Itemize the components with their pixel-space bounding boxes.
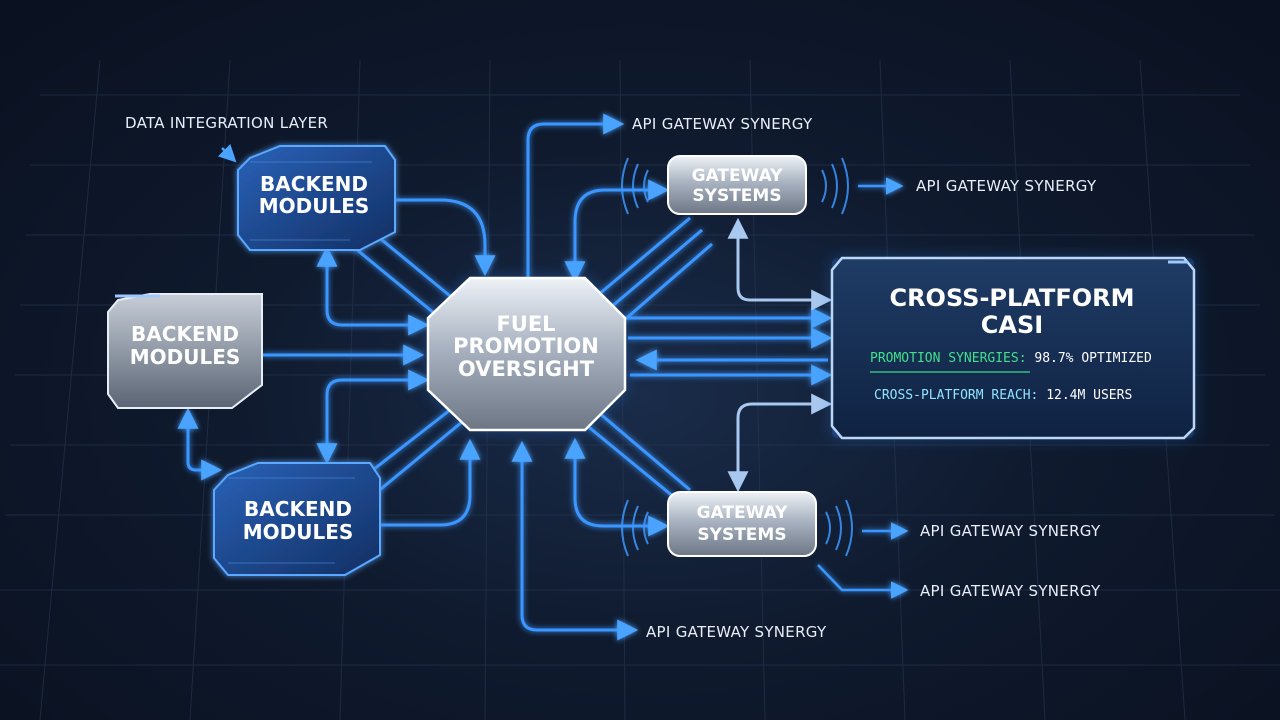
hub-fuel-promotion-oversight[interactable]: FUEL PROMOTION OVERSIGHT	[426, 276, 627, 432]
gateway-systems-bottom[interactable]: GATEWAY SYSTEMS	[621, 491, 853, 557]
metric-synergies-value: 98.7%	[1034, 351, 1073, 366]
connector-hub-gw2-1	[597, 410, 691, 492]
metric-synergies-label: PROMOTION SYNERGIES:	[870, 351, 1034, 366]
connector-hub-top-api	[526, 113, 625, 278]
backend-module-left-line1: BACKEND	[131, 322, 239, 346]
layer-pointer-icon	[217, 143, 237, 163]
gateway-top-line2: SYSTEMS	[692, 186, 781, 206]
backend-module-top-line1: BACKEND	[260, 172, 368, 196]
synergy-label-gateway-top: API GATEWAY SYNERGY	[916, 177, 1097, 195]
metric-reach-label: CROSS-PLATFORM REACH:	[874, 388, 1046, 403]
connector-tl-hub-1	[370, 198, 496, 277]
hub-line2: PROMOTION	[453, 334, 599, 358]
hub-line1: FUEL	[496, 312, 555, 336]
panel-metric-synergies: PROMOTION SYNERGIES: 98.7% OPTIMIZED	[870, 351, 1152, 366]
layer-label: DATA INTEGRATION LAYER	[125, 114, 328, 132]
connector-bl-hub-4	[380, 438, 481, 527]
synergy-label-bottom: API GATEWAY SYNERGY	[646, 623, 827, 641]
gateway-bottom-line2: SYSTEMS	[697, 525, 786, 545]
synergy-label-top: API GATEWAY SYNERGY	[632, 115, 813, 133]
connector-bl-hub-3	[369, 420, 463, 500]
gateway-top-line1: GATEWAY	[692, 166, 784, 186]
connector-tl-hub-3	[344, 238, 441, 320]
connector-hub-gw1-3	[609, 228, 703, 310]
synergy-label-gateway-bottom-2: API GATEWAY SYNERGY	[920, 582, 1101, 600]
backend-module-bottom-line1: BACKEND	[244, 497, 352, 521]
connector-hub-gw1-2	[597, 216, 691, 297]
backend-module-top-line2: MODULES	[259, 194, 370, 218]
panel-title-line2: CASI	[981, 311, 1043, 339]
gateway-top-signal-icon	[621, 157, 849, 215]
gateway-panel-connectors	[727, 217, 833, 493]
connector-bl-hub-1	[316, 369, 430, 465]
connector-gw2-panel	[727, 393, 833, 493]
backend-module-left[interactable]: BACKEND MODULES	[107, 293, 263, 409]
panel-title-line1: CROSS-PLATFORM	[889, 284, 1134, 312]
gateway-bottom-line1: GATEWAY	[697, 503, 789, 523]
panel-metric-reach: CROSS-PLATFORM REACH: 12.4M USERS	[874, 388, 1132, 403]
hub-line3: OVERSIGHT	[458, 357, 595, 381]
backend-module-bottom-line2: MODULES	[243, 520, 354, 544]
connector-hub-gw1-1	[564, 179, 670, 283]
connector-hub-gw1-4	[621, 242, 713, 324]
connector-lines	[177, 113, 833, 641]
metric-reach-value: 12.4M USERS	[1046, 388, 1132, 403]
connector-gw2-api-2	[817, 564, 909, 599]
connector-left-bl	[177, 407, 223, 481]
backend-module-top[interactable]: BACKEND MODULES	[237, 145, 396, 251]
connector-gw1-panel	[727, 217, 833, 311]
synergy-label-gateway-bottom-1: API GATEWAY SYNERGY	[920, 522, 1101, 540]
connector-tl-hub-4	[316, 245, 430, 336]
backend-module-bottom[interactable]: BACKEND MODULES	[213, 462, 381, 576]
cross-platform-panel[interactable]: CROSS-PLATFORM CASI PROMOTION SYNERGIES:…	[830, 256, 1196, 440]
backend-module-left-line2: MODULES	[130, 345, 241, 369]
gateway-bottom-signal-icon	[621, 499, 853, 557]
connector-hub-gw2-2	[584, 422, 681, 504]
connector-bl-hub-2	[359, 408, 451, 482]
connector-hub-bottom-api	[511, 440, 639, 641]
gateway-systems-top[interactable]: GATEWAY SYSTEMS	[621, 155, 849, 215]
gateway-api-connectors	[817, 177, 909, 599]
metric-synergies-suffix: OPTIMIZED	[1074, 351, 1152, 366]
